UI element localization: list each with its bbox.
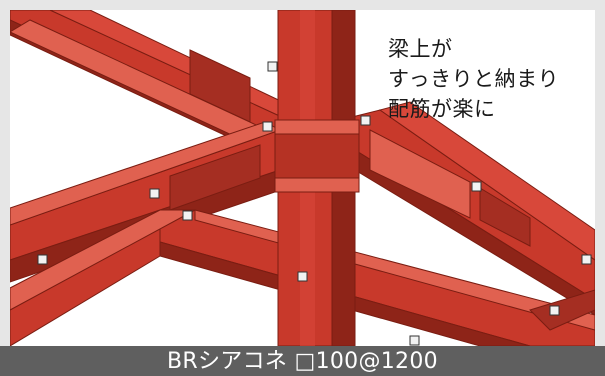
- caption-bar: BRシアコネ □100@1200: [0, 346, 605, 376]
- steel-frame-illustration: 梁上が すっきりと納まり 配筋が楽に: [10, 10, 595, 346]
- beam-right: [339, 101, 595, 316]
- shear-connector-icon: [37, 61, 592, 346]
- beam-right-front: [529, 289, 595, 331]
- annotation-line-3: 配筋が楽に: [388, 97, 496, 121]
- steel-column: [274, 10, 360, 346]
- annotation-text: 梁上が すっきりと納まり 配筋が楽に: [388, 34, 588, 124]
- annotation-line-2: すっきりと納まり: [388, 67, 560, 91]
- annotation-line-1: 梁上が: [388, 37, 453, 61]
